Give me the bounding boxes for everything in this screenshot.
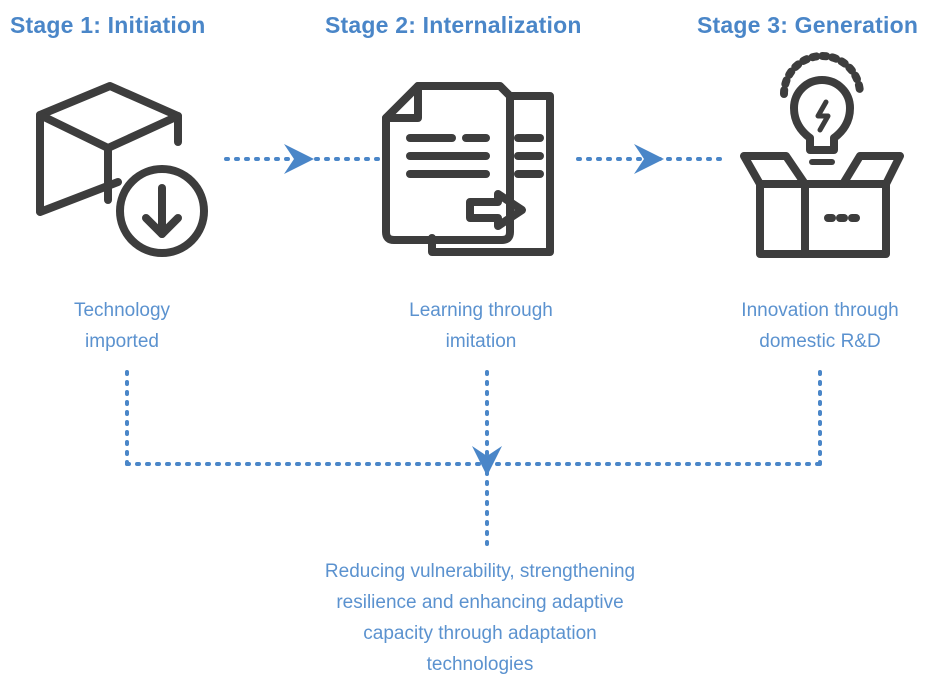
convergence-connectors (125, 370, 822, 552)
outcome-line-3: capacity through adaptation (363, 623, 597, 644)
open-box-lightbulb-icon (740, 52, 904, 258)
box-download-icon (36, 82, 208, 257)
stage-1-label-line-1: Technology (73, 300, 171, 321)
stage-1-title: Stage 1: Initiation (10, 12, 206, 38)
stage-3-label-line-1: Innovation through (741, 300, 899, 321)
stage-3-label: Innovation through domestic R&D (700, 295, 940, 357)
convergence-arrowhead (472, 446, 502, 476)
stage-2-label: Learning through imitation (361, 295, 601, 357)
stage-3-label-line-2: domestic R&D (759, 331, 881, 352)
stage-1-label-line-2: imported (85, 331, 159, 352)
documents-arrow-icon (382, 82, 554, 256)
outcome-line-2: resilience and enhancing adaptive (336, 592, 624, 613)
stage-2-title: Stage 2: Internalization (325, 12, 582, 38)
stage-2-label-line-2: imitation (445, 331, 517, 352)
dotted-arrow-1 (224, 144, 380, 174)
outcome-text: Reducing vulnerability, strengthening re… (230, 556, 730, 680)
stage-1-label: Technology imported (2, 295, 242, 357)
outcome-line-1: Reducing vulnerability, strengthening (324, 561, 636, 582)
stage-2-label-line-1: Learning through (409, 300, 553, 321)
stage-3-title: Stage 3: Generation (697, 12, 919, 38)
outcome-line-4: technologies (426, 654, 534, 675)
dotted-arrow-2 (576, 144, 726, 174)
